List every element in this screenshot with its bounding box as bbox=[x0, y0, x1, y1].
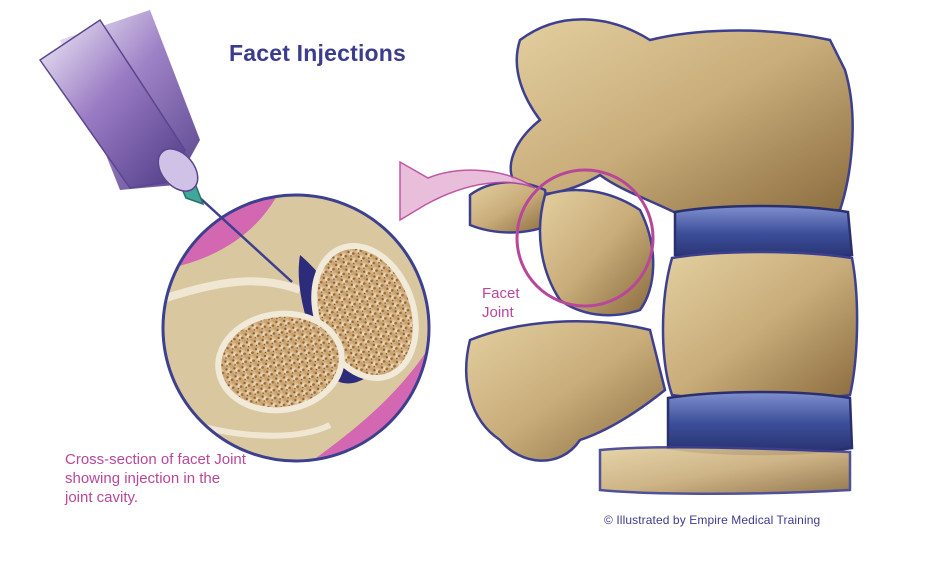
page-title: Facet Injections bbox=[229, 40, 407, 66]
needle bbox=[199, 197, 293, 283]
facet-joint-highlight-circle bbox=[515, 168, 655, 308]
cross-section-caption: Cross-section of facet Joint showing inj… bbox=[65, 451, 246, 506]
articular-process-lower bbox=[215, 310, 345, 414]
lower-vertebral-body bbox=[598, 446, 852, 495]
syringe-icon bbox=[38, 10, 200, 192]
upper-vertebra bbox=[509, 18, 854, 217]
facet-joint-label: Facet Joint bbox=[482, 285, 520, 321]
spine-vertebrae bbox=[465, 18, 859, 495]
facet-joint-bone bbox=[538, 188, 655, 317]
cross-section-lens bbox=[161, 193, 431, 463]
middle-vertebral-body bbox=[661, 250, 859, 402]
magnify-arrow-icon bbox=[399, 160, 536, 222]
illustration-credit: © Illustrated by Empire Medical Training bbox=[604, 513, 821, 527]
lower-posterior-elements bbox=[465, 320, 667, 462]
intervertebral-disc-lower bbox=[666, 390, 854, 456]
